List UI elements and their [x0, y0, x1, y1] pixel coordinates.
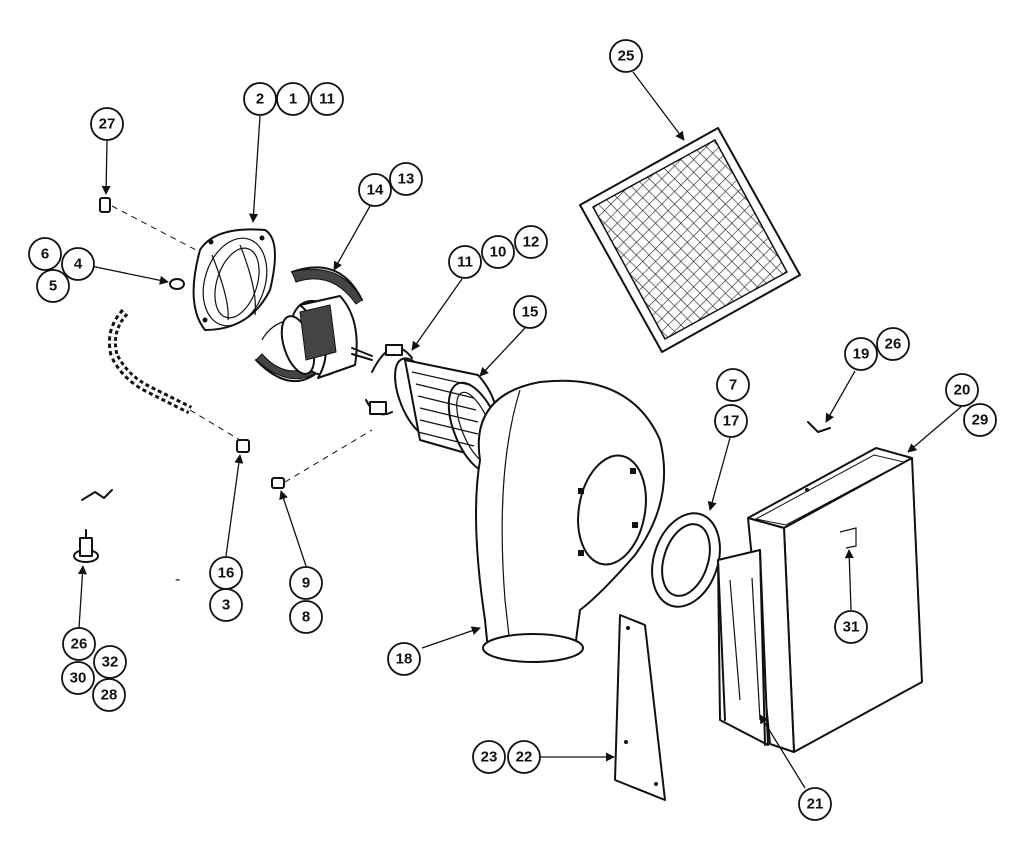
callout-label: 13 [398, 171, 415, 188]
callout-9: 9 [289, 566, 323, 600]
callout-27: 27 [90, 107, 124, 141]
callout-14: 14 [358, 173, 392, 207]
terminal-screw-part [73, 529, 99, 563]
wheel-clamp-part [365, 344, 413, 416]
callout-label: 3 [222, 597, 230, 614]
duct-box-part [747, 447, 923, 753]
callout-label: 22 [516, 749, 533, 766]
callout-label: 6 [41, 246, 49, 263]
motor-mount-ring-part [192, 228, 276, 331]
callout-31: 31 [834, 610, 868, 644]
callout-label: 30 [70, 670, 87, 687]
callout-26: 26 [876, 327, 910, 361]
callout-17: 17 [714, 404, 748, 438]
callout-19: 19 [844, 337, 878, 371]
blower-housing-part [475, 379, 666, 663]
cover-plate-part [614, 614, 666, 801]
callout-label: 8 [302, 609, 310, 626]
bolt-part [236, 439, 250, 453]
rear-frame-part [717, 549, 769, 746]
callout-15: 15 [513, 295, 547, 329]
callout-3: 3 [209, 588, 243, 622]
callout-label: 15 [522, 304, 539, 321]
callout-6: 6 [28, 237, 62, 271]
callout-label: 11 [457, 254, 473, 271]
stray-mark: - [175, 571, 180, 588]
callout-label: 1 [289, 91, 297, 108]
callout-label: 19 [853, 346, 870, 363]
flex-conduit-part [107, 308, 193, 415]
callout-label: 14 [367, 182, 384, 199]
callout-22: 22 [507, 740, 541, 774]
callout-12: 12 [514, 225, 548, 259]
callout-label: 29 [972, 412, 989, 429]
callout-10: 10 [481, 235, 515, 269]
callout-2: 2 [243, 82, 277, 116]
callout-8: 8 [289, 600, 323, 634]
screw-part [271, 477, 285, 489]
callout-5: 5 [36, 269, 70, 303]
callout-4: 4 [61, 247, 95, 281]
callout-label: 2 [256, 91, 264, 108]
gasket-ring-part [651, 512, 721, 608]
callout-1: 1 [276, 82, 310, 116]
callout-label: 4 [74, 256, 83, 273]
callout-label: 31 [843, 619, 860, 636]
callout-label: 28 [101, 687, 118, 704]
callout-label: 20 [954, 382, 971, 399]
grommet-part [169, 278, 185, 290]
callout-26: 26 [62, 627, 96, 661]
callout-23: 23 [472, 740, 506, 774]
callout-30: 30 [61, 661, 95, 695]
callout-28: 28 [92, 678, 126, 712]
callout-label: 32 [102, 654, 119, 671]
callout-32: 32 [93, 645, 127, 679]
leader-lines [77, 71, 963, 789]
callout-label: 26 [71, 636, 88, 653]
callout-21: 21 [798, 787, 832, 821]
callout-label: 9 [302, 575, 310, 592]
callout-label: 7 [729, 377, 737, 394]
callout-18: 18 [387, 642, 421, 676]
callout-25: 25 [609, 39, 643, 73]
clip-part [807, 421, 831, 433]
callout-11: 11 [310, 82, 344, 116]
callout-label: 12 [523, 234, 540, 251]
callout-13: 13 [389, 162, 423, 196]
callout-label: 26 [885, 336, 902, 353]
callout-7: 7 [716, 368, 750, 402]
callout-label: 10 [490, 244, 507, 261]
callout-11: 11 [448, 245, 482, 279]
callout-label: 27 [99, 116, 116, 133]
callout-label: 5 [49, 278, 57, 295]
callout-16: 16 [209, 556, 243, 590]
callout-29: 29 [963, 403, 997, 437]
callout-label: 16 [218, 565, 235, 582]
assembly-lines [111, 205, 373, 483]
callout-label: 23 [481, 749, 498, 766]
callout-20: 20 [945, 373, 979, 407]
nut-part [99, 197, 111, 213]
callout-label: 17 [723, 413, 740, 430]
bracket-clip-part [81, 489, 113, 501]
callout-label: 21 [807, 796, 824, 813]
blower-motor-part [280, 295, 373, 379]
grease-filter-part [579, 127, 801, 353]
callout-label: 11 [319, 91, 335, 108]
callout-label: 18 [396, 651, 413, 668]
callout-label: 25 [618, 48, 635, 65]
